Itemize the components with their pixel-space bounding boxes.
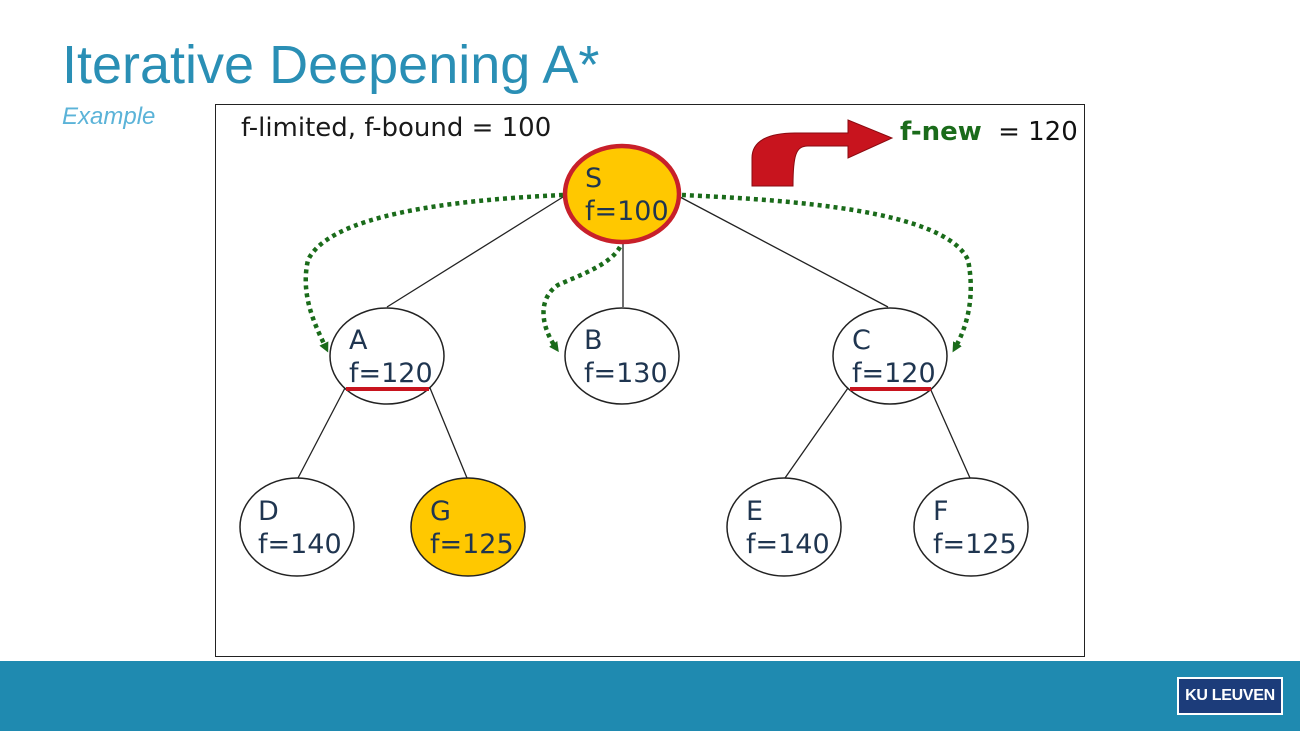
f-new-text: f-new = 120	[900, 117, 1078, 147]
node-e-shape	[726, 477, 842, 577]
edge-s-a	[386, 196, 564, 308]
f-new-value: = 120	[998, 117, 1078, 147]
diagram-frame	[215, 104, 1085, 657]
node-c-shape	[832, 307, 948, 405]
node-d-name: D	[258, 496, 279, 527]
footer-bar	[0, 661, 1300, 731]
node-b-shape	[564, 307, 680, 405]
node-c-name: C	[852, 325, 871, 356]
node-g-name: G	[430, 496, 451, 527]
f-new-label: f-new	[900, 117, 982, 147]
node-s-f: f=100	[585, 196, 669, 227]
node-f-shape	[913, 477, 1029, 577]
node-g-f: f=125	[430, 529, 514, 560]
node-c: C f=120	[832, 307, 948, 405]
node-a-shape	[329, 307, 445, 405]
edge-c-f	[929, 387, 971, 479]
traversal-arrow-to-c	[681, 192, 973, 353]
edge-c-e	[784, 387, 849, 479]
ku-leuven-logo: KU LEUVEN	[1177, 677, 1283, 715]
node-b-f: f=130	[584, 358, 668, 389]
node-a: A f=120	[329, 307, 445, 405]
node-d-shape	[239, 477, 355, 577]
edge-a-d	[297, 387, 346, 479]
edge-s-c	[679, 196, 889, 308]
edge-a-g	[429, 387, 468, 479]
node-g: G f=125	[410, 477, 526, 577]
node-d: D f=140	[239, 477, 355, 577]
traversal-arrow-to-a	[303, 192, 564, 353]
node-e: E f=140	[726, 477, 842, 577]
node-s: S f=100	[562, 143, 682, 245]
slide-subtitle: Example	[62, 103, 156, 130]
tree-edges	[297, 196, 971, 479]
node-f: F f=125	[913, 477, 1029, 577]
node-b: B f=130	[564, 307, 680, 405]
node-e-name: E	[746, 496, 763, 527]
slide-title: Iterative Deepening A*	[62, 35, 600, 95]
node-d-f: f=140	[258, 529, 342, 560]
node-f-f: f=125	[933, 529, 1017, 560]
traversal-arrows	[303, 192, 973, 353]
node-c-f: f=120	[852, 358, 936, 389]
f-bound-text: f-limited, f-bound = 100	[241, 113, 551, 143]
node-g-shape	[410, 477, 526, 577]
node-f-name: F	[933, 496, 949, 527]
node-s-shape	[562, 143, 682, 245]
node-e-f: f=140	[746, 529, 830, 560]
traversal-arrow-to-b	[541, 245, 622, 353]
node-a-f: f=120	[349, 358, 433, 389]
node-a-name: A	[349, 325, 368, 356]
red-curved-arrow	[751, 119, 894, 187]
node-b-name: B	[584, 325, 603, 356]
node-s-name: S	[585, 163, 602, 194]
